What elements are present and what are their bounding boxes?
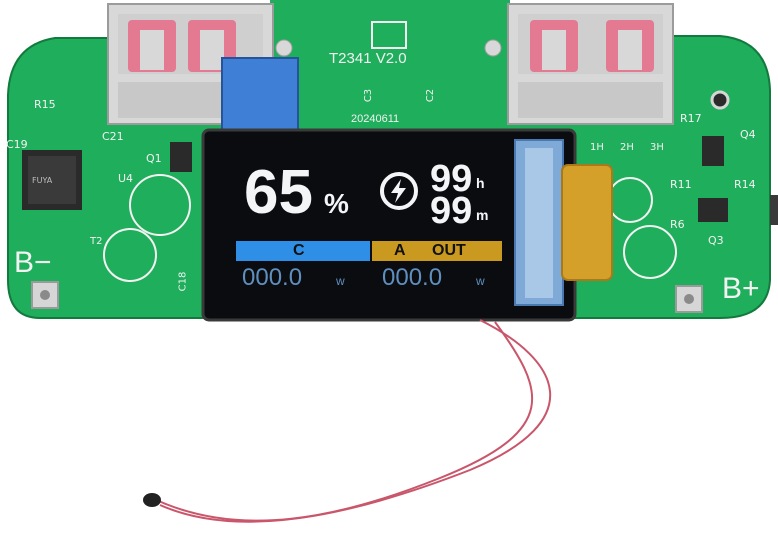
c3-label: C3 [363,88,375,103]
led3-label: 3H [650,142,664,153]
t2-label: T2 [90,236,103,247]
port-c-label: C [293,242,305,259]
c18-label: C18 [177,271,189,292]
board-date-label: 20240611 [351,113,400,125]
q1-label: Q1 [146,152,162,165]
b-minus-label: B− [14,246,52,279]
pad-b-plus [675,285,703,313]
minutes-unit: m [476,207,489,223]
lightning-bolt-icon [380,172,418,210]
c2-label: C2 [425,88,437,103]
transistor-q3 [698,198,728,222]
led2-label: 2H [620,142,634,153]
thermistor-wire-1 [159,319,552,523]
r6-label: R6 [670,218,685,231]
r17-label: R17 [680,112,702,125]
battery-percent: 65 [244,158,313,227]
blue-trimmer [221,57,299,137]
q4-label: Q4 [740,128,756,141]
q3-label: Q3 [708,234,724,247]
power-c-unit: w [336,274,345,288]
port-c-bar: C [236,241,370,261]
side-switch [770,195,778,225]
hours-value: 99 [430,158,473,200]
thermistor-wire-2 [151,321,533,522]
c21-label: C21 [102,130,124,143]
port-out-label: OUT [432,242,466,259]
led1-label: 1H [590,142,604,153]
minutes-value: 99 [430,190,473,232]
r11-label: R11 [670,178,692,191]
mcu-chip [22,150,82,210]
hours-unit: h [476,175,485,191]
silk-box [371,21,407,49]
b-plus-label: B+ [722,272,760,305]
transistor-q4 [702,136,724,166]
power-c-value: 000.0 [242,264,303,291]
chip-marking: FUYA [32,176,53,185]
r14-label: R14 [734,178,756,191]
r15-label: R15 [34,98,56,111]
transistor-q1 [170,142,192,172]
u4-label: U4 [118,172,134,185]
percent-sign: % [324,188,349,219]
port-a-bar: A OUT [372,241,502,261]
power-a-unit: w [476,274,485,288]
c19-label: C19 [6,138,28,151]
power-a-value: 000.0 [382,264,443,291]
usb-port-right [507,3,674,125]
board-model-label: T2341 V2.0 [329,50,407,67]
flex-cable [561,164,613,281]
port-a-label: A [394,242,406,259]
thermistor-bead [143,493,161,507]
